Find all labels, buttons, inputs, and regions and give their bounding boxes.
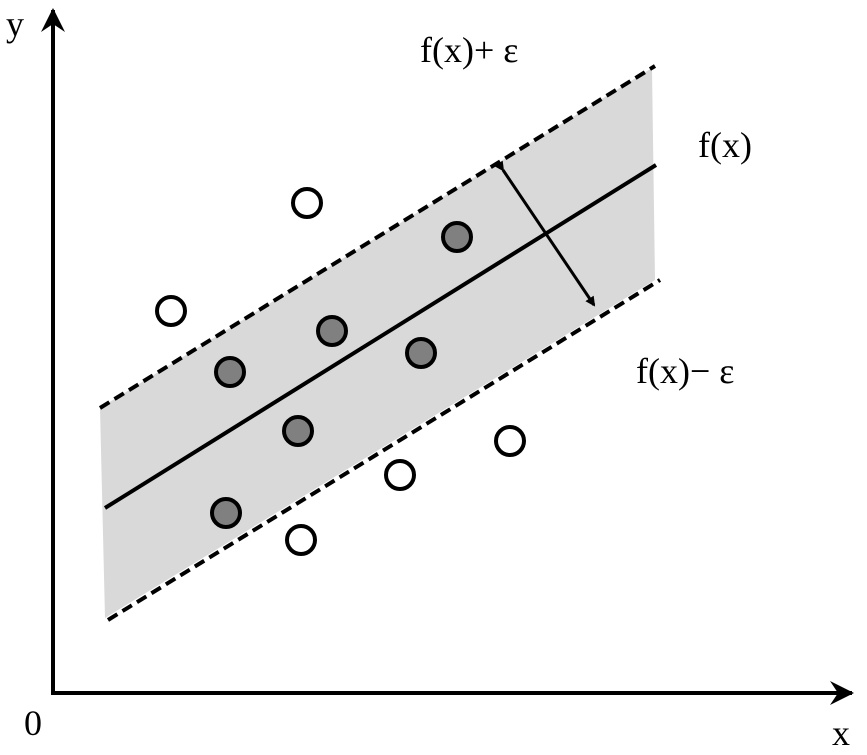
y-axis-label: y — [6, 4, 24, 44]
epsilon-width-arrow — [494, 160, 596, 307]
inside-point — [214, 356, 246, 388]
inside-point — [316, 315, 348, 347]
outside-point — [384, 459, 416, 491]
outside-point — [155, 295, 187, 327]
upper-boundary-line — [98, 64, 657, 410]
origin-label: 0 — [24, 703, 42, 743]
x-axis-label: x — [832, 713, 850, 753]
regression-line — [103, 163, 658, 510]
center-line-label: f(x) — [698, 125, 752, 165]
inside-point — [405, 337, 437, 369]
inside-points — [210, 221, 473, 529]
outside-points — [155, 187, 526, 556]
outside-point — [291, 187, 323, 219]
upper-line-label: f(x)+ ε — [420, 30, 518, 70]
outside-point — [494, 425, 526, 457]
epsilon-tube-band — [100, 68, 655, 618]
lower-line-label: f(x)− ε — [636, 351, 734, 391]
inside-point — [441, 221, 473, 253]
lower-boundary-line — [106, 278, 662, 622]
outside-point — [285, 524, 317, 556]
inside-point — [210, 497, 242, 529]
inside-point — [282, 415, 314, 447]
